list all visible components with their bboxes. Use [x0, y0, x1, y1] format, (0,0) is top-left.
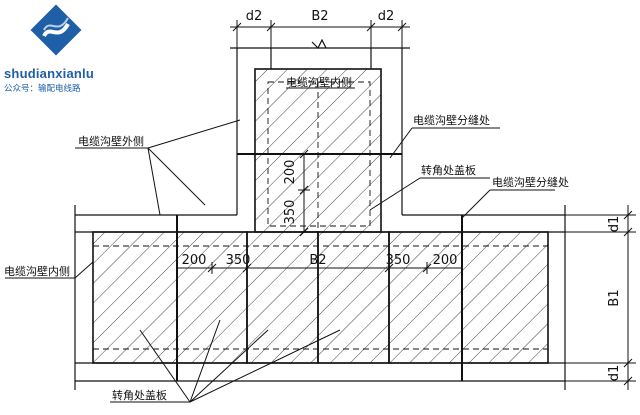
dim-right-middle: B1 [607, 289, 622, 306]
dim-top-center: B2 [311, 9, 328, 24]
trench-walls [74, 38, 566, 390]
label-joint-top: 电缆沟壁分缝处 [413, 113, 490, 127]
top-dimension-line [230, 20, 410, 48]
brand-name: shudianxianlu [4, 66, 95, 81]
label-inner-wall-main: 电缆沟壁内侧 [4, 264, 70, 278]
dim-h-200-left: 200 [182, 253, 207, 268]
label-corner-cover-top: 转角处盖板 [421, 163, 476, 177]
label-inner-wall-branch: 电缆沟壁内侧 [286, 75, 352, 89]
dim-h-200-right: 200 [433, 253, 458, 268]
dim-h-b2: B2 [309, 253, 326, 268]
brand-watermark: shudianxianlu 公众号：输配电线路 [4, 66, 114, 94]
dim-right-top: d1 [607, 216, 622, 233]
dashed-outline [93, 81, 548, 363]
dim-vertical-350: 350 [283, 200, 298, 225]
dim-vertical-200: 200 [283, 160, 298, 185]
main-cover-plates [92, 231, 549, 364]
dim-h-350-right: 350 [386, 253, 411, 268]
brand-subtitle: 公众号：输配电线路 [4, 84, 81, 94]
main-horizontal-dimension [177, 262, 462, 274]
label-joint-right: 电缆沟壁分缝处 [492, 175, 569, 189]
branch-vertical-dimension [298, 149, 310, 237]
dim-top-left: d2 [246, 9, 263, 24]
label-corner-cover-bottom: 转角处盖板 [112, 388, 167, 402]
s-wave-diamond-icon [30, 4, 82, 56]
dim-top-right: d2 [378, 9, 395, 24]
dim-right-bottom: d1 [607, 365, 622, 382]
label-outer-wall: 电缆沟壁外侧 [78, 134, 144, 148]
dim-h-350-left: 350 [226, 253, 251, 268]
leader-lines [5, 87, 555, 403]
right-dimension-line [565, 205, 636, 390]
